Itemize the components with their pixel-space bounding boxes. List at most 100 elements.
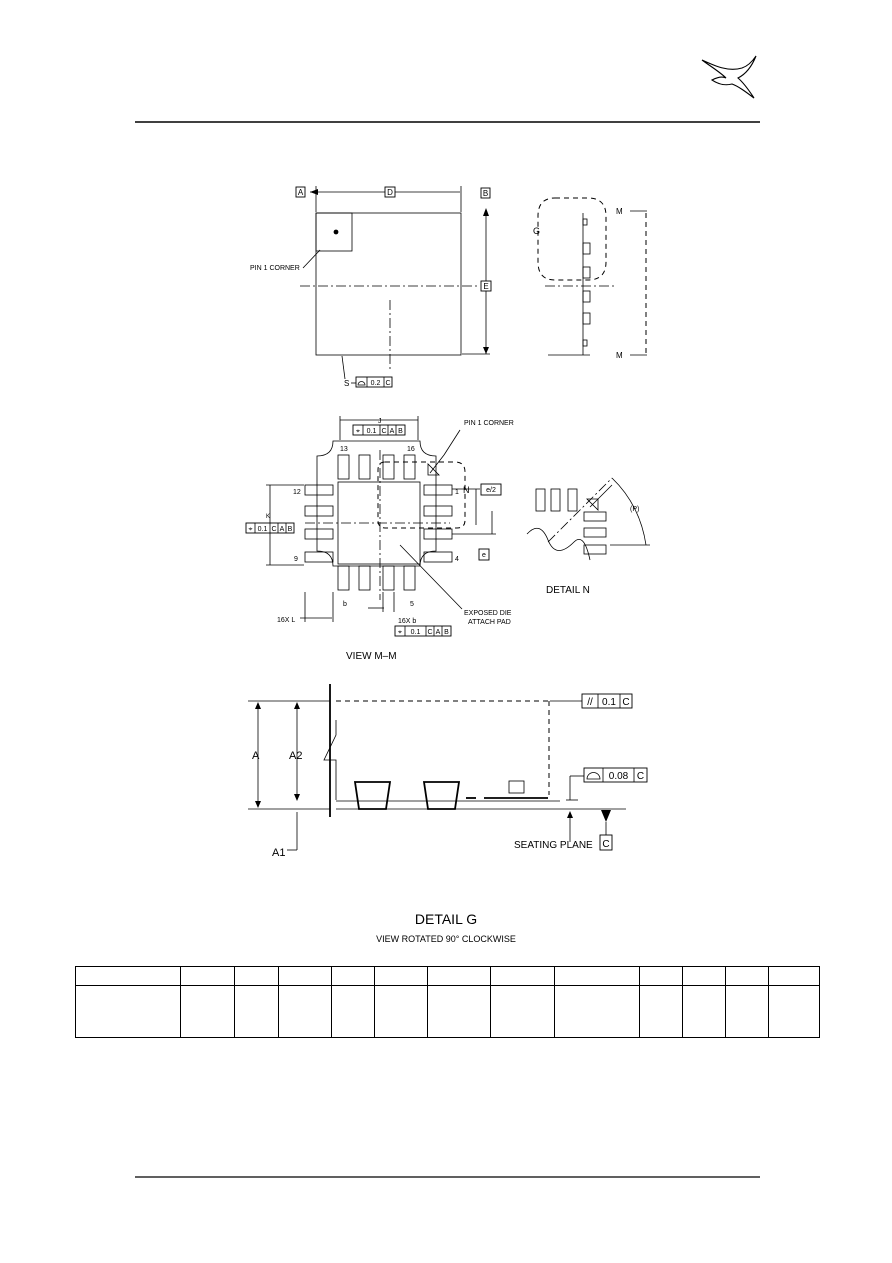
table-cell bbox=[331, 985, 375, 1038]
table-cell bbox=[768, 985, 820, 1038]
svg-text:C: C bbox=[427, 629, 432, 636]
detail-g bbox=[248, 684, 626, 851]
svg-text:0.1: 0.1 bbox=[367, 428, 377, 435]
table-cell bbox=[682, 985, 726, 1038]
svg-text:A: A bbox=[280, 526, 285, 533]
dimension-j-label: J bbox=[378, 418, 382, 425]
pin-5-label: 5 bbox=[410, 601, 414, 608]
table-cell bbox=[682, 966, 726, 986]
detail-n-marker: N bbox=[463, 485, 470, 495]
detail-g-marker: G bbox=[533, 226, 540, 236]
parallelism-callout: // 0.1 C bbox=[581, 693, 633, 709]
bird-logo-icon bbox=[701, 55, 757, 99]
svg-text:C: C bbox=[271, 526, 276, 533]
pin1-corner-label-bottom: PIN 1 CORNER bbox=[464, 420, 514, 427]
seating-plane-label: SEATING PLANE bbox=[514, 840, 593, 851]
bottom-view bbox=[266, 416, 496, 622]
svg-text:E: E bbox=[483, 282, 488, 291]
dimension-e2-box: e/2 bbox=[480, 483, 502, 496]
table-cell bbox=[278, 966, 332, 986]
table-cell bbox=[768, 966, 820, 986]
exposed-pad-label-line1: EXPOSED DIE bbox=[464, 610, 512, 617]
svg-text:A: A bbox=[390, 428, 395, 435]
position-tolerance-j: ⌖ 0.1 C A B bbox=[352, 424, 406, 436]
dimension-e-box: E bbox=[480, 280, 492, 292]
svg-text:0.1: 0.1 bbox=[602, 697, 616, 708]
svg-text:0.1: 0.1 bbox=[258, 526, 268, 533]
pin-13-label: 13 bbox=[340, 446, 348, 453]
table-cell bbox=[427, 985, 491, 1038]
table-cell bbox=[427, 966, 491, 986]
view-m-m-label: VIEW M–M bbox=[346, 651, 397, 662]
svg-text:⌖: ⌖ bbox=[398, 629, 402, 636]
section-m-top-label: M bbox=[616, 207, 623, 216]
svg-text:⌖: ⌖ bbox=[356, 428, 360, 435]
table-cell bbox=[75, 985, 181, 1038]
svg-text:e: e bbox=[482, 552, 486, 559]
dimension-a2-label: A2 bbox=[289, 750, 302, 762]
dimension-k-label: K bbox=[266, 514, 270, 520]
svg-text:B: B bbox=[483, 189, 488, 198]
table-row bbox=[75, 985, 820, 1038]
table-cell bbox=[234, 985, 279, 1038]
svg-text:B: B bbox=[398, 428, 403, 435]
detail-g-title: DETAIL G bbox=[415, 911, 477, 927]
svg-text:0.08: 0.08 bbox=[609, 771, 629, 782]
datum-b-box: B bbox=[480, 187, 491, 199]
table-header-row bbox=[75, 966, 820, 986]
count-16x-b-label: 16X b bbox=[398, 618, 416, 625]
section-m-bottom-label: M bbox=[616, 351, 623, 360]
pin-1-label: 1 bbox=[455, 489, 459, 496]
dimension-a1-label: A1 bbox=[272, 847, 285, 859]
dimension-table bbox=[75, 966, 820, 1038]
svg-text:B: B bbox=[288, 526, 293, 533]
svg-text:C: C bbox=[622, 697, 629, 708]
detail-n-label: DETAIL N bbox=[546, 585, 590, 596]
position-tolerance-b: ⌖ 0.1 C A B bbox=[394, 625, 452, 637]
pin-16-label: 16 bbox=[407, 446, 415, 453]
table-cell bbox=[639, 966, 683, 986]
svg-text:e/2: e/2 bbox=[486, 487, 496, 494]
flatness-callout: S 0.2 C bbox=[344, 376, 393, 388]
side-view bbox=[537, 197, 647, 356]
svg-text:C: C bbox=[385, 380, 390, 387]
dimension-a-label: A bbox=[252, 750, 260, 762]
table-cell bbox=[725, 985, 769, 1038]
table-cell bbox=[75, 966, 181, 986]
table-cell bbox=[725, 966, 769, 986]
table-cell bbox=[639, 985, 683, 1038]
position-tolerance-k: ⌖ 0.1 C A B bbox=[245, 522, 295, 534]
dimension-p-label: (P) bbox=[630, 506, 639, 513]
dimension-e-box-bottom: e bbox=[478, 548, 490, 561]
top-view bbox=[300, 186, 490, 380]
detail-g-subtitle: VIEW ROTATED 90° CLOCKWISE bbox=[376, 934, 516, 944]
svg-text:A: A bbox=[436, 629, 441, 636]
svg-text://: // bbox=[587, 697, 593, 708]
pin-4-label: 4 bbox=[455, 556, 459, 563]
detail-n bbox=[526, 477, 650, 561]
count-16x-l-label: 16X L bbox=[277, 617, 295, 624]
svg-text:B: B bbox=[444, 629, 449, 636]
table-cell bbox=[374, 985, 428, 1038]
flatness-callout-detail: 0.08 C bbox=[583, 767, 648, 783]
dimension-b-label: b bbox=[343, 601, 347, 608]
seating-datum-box: C bbox=[599, 834, 613, 851]
table-cell bbox=[554, 966, 640, 986]
table-cell bbox=[331, 966, 375, 986]
svg-text:0.2: 0.2 bbox=[371, 380, 381, 387]
table-cell bbox=[180, 966, 235, 986]
dimension-d-box: D bbox=[384, 186, 396, 198]
pin-9-label: 9 bbox=[294, 556, 298, 563]
table-cell bbox=[278, 985, 332, 1038]
datum-a-box: A bbox=[295, 186, 306, 198]
table-cell bbox=[554, 985, 640, 1038]
table-cell bbox=[490, 966, 555, 986]
svg-text:0.1: 0.1 bbox=[411, 629, 421, 636]
table-cell bbox=[490, 985, 555, 1038]
svg-text:C: C bbox=[381, 428, 386, 435]
pin1-corner-label: PIN 1 CORNER bbox=[250, 265, 300, 272]
table-cell bbox=[180, 985, 235, 1038]
svg-text:C: C bbox=[637, 771, 644, 782]
svg-text:⌖: ⌖ bbox=[249, 526, 253, 533]
